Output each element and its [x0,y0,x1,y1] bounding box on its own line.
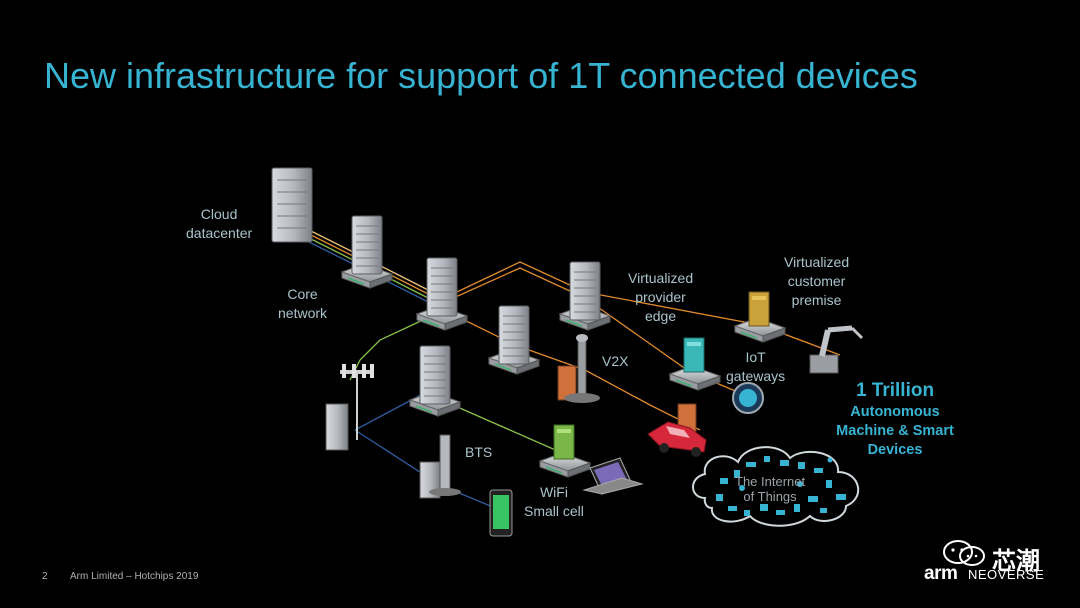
core-server-2 [416,257,468,331]
devices-line4: Devices [867,442,923,458]
robot-arm-icon [809,325,864,374]
label-premise-line1: Virtualized [784,254,850,270]
slide-title: New infrastructure for support of 1T con… [44,55,918,96]
label-edge-line3: edge [644,308,677,324]
label-v2x: V2X [602,353,629,369]
edge-server-1 [559,261,611,331]
devices-line3: Machine & Smart [836,423,954,439]
label-wifi-line2: Small cell [524,503,584,519]
label-cloud-datacenter: Cloud datacenter [186,205,252,243]
label-core-network: Core network [278,285,327,323]
label-iot-line1: IoT [745,349,766,365]
label-edge-line2: provider [635,289,686,305]
devices-callout: 1 Trillion Autonomous Machine & Smart De… [820,381,970,460]
label-wifi-small-cell: WiFi Small cell [524,483,584,521]
premise-gateway [734,291,786,343]
footer-text: Arm Limited – Hotchips 2019 [70,571,199,582]
core-server-1 [341,215,393,289]
label-edge-line1: Virtualized [628,270,694,286]
devices-line2: Autonomous [850,404,940,420]
cell-tower-icon [325,364,374,451]
iot-cloud-caption-line1: The Internet [735,474,806,489]
devices-count: 1 Trillion [855,380,935,401]
v2x-unit [557,334,600,403]
label-iot-gateways: IoT gateways [726,348,785,386]
label-core-line1: Core [287,286,318,302]
wechat-account-name: 芯潮 [992,548,1040,575]
edge-server-2 [488,305,540,375]
label-cloud-line2: datacenter [186,225,253,241]
wifi-small-cell [539,424,591,478]
car-icon [647,421,707,457]
label-wifi-line1: WiFi [539,484,568,500]
page-number: 2 [42,571,48,582]
label-iot-line2: gateways [726,368,786,384]
arm-logo: arm [924,563,958,584]
iot-cloud-icon [692,446,860,527]
access-server [409,345,461,417]
label-customer-premise: Virtualized customer premise [784,253,849,310]
laptop-icon [582,457,644,495]
label-premise-line3: premise [791,292,842,308]
iot-cloud-caption-line2: of Things [743,489,797,504]
iot-gateway [669,337,721,391]
neoverse-logo: NEOVERSE [968,567,1045,582]
bts-unit [419,434,461,499]
iot-cloud-caption: The Internet of Things [735,474,805,504]
label-provider-edge: Virtualized provider edge [628,269,693,326]
label-cloud-line1: Cloud [200,206,238,222]
label-bts: BTS [465,444,493,460]
smartphone-icon [489,489,513,537]
label-premise-line2: customer [787,273,846,289]
cloud-datacenter-server [271,167,313,243]
label-core-line2: network [278,305,328,321]
wechat-icon [943,540,985,566]
thermostat-icon [732,382,764,414]
